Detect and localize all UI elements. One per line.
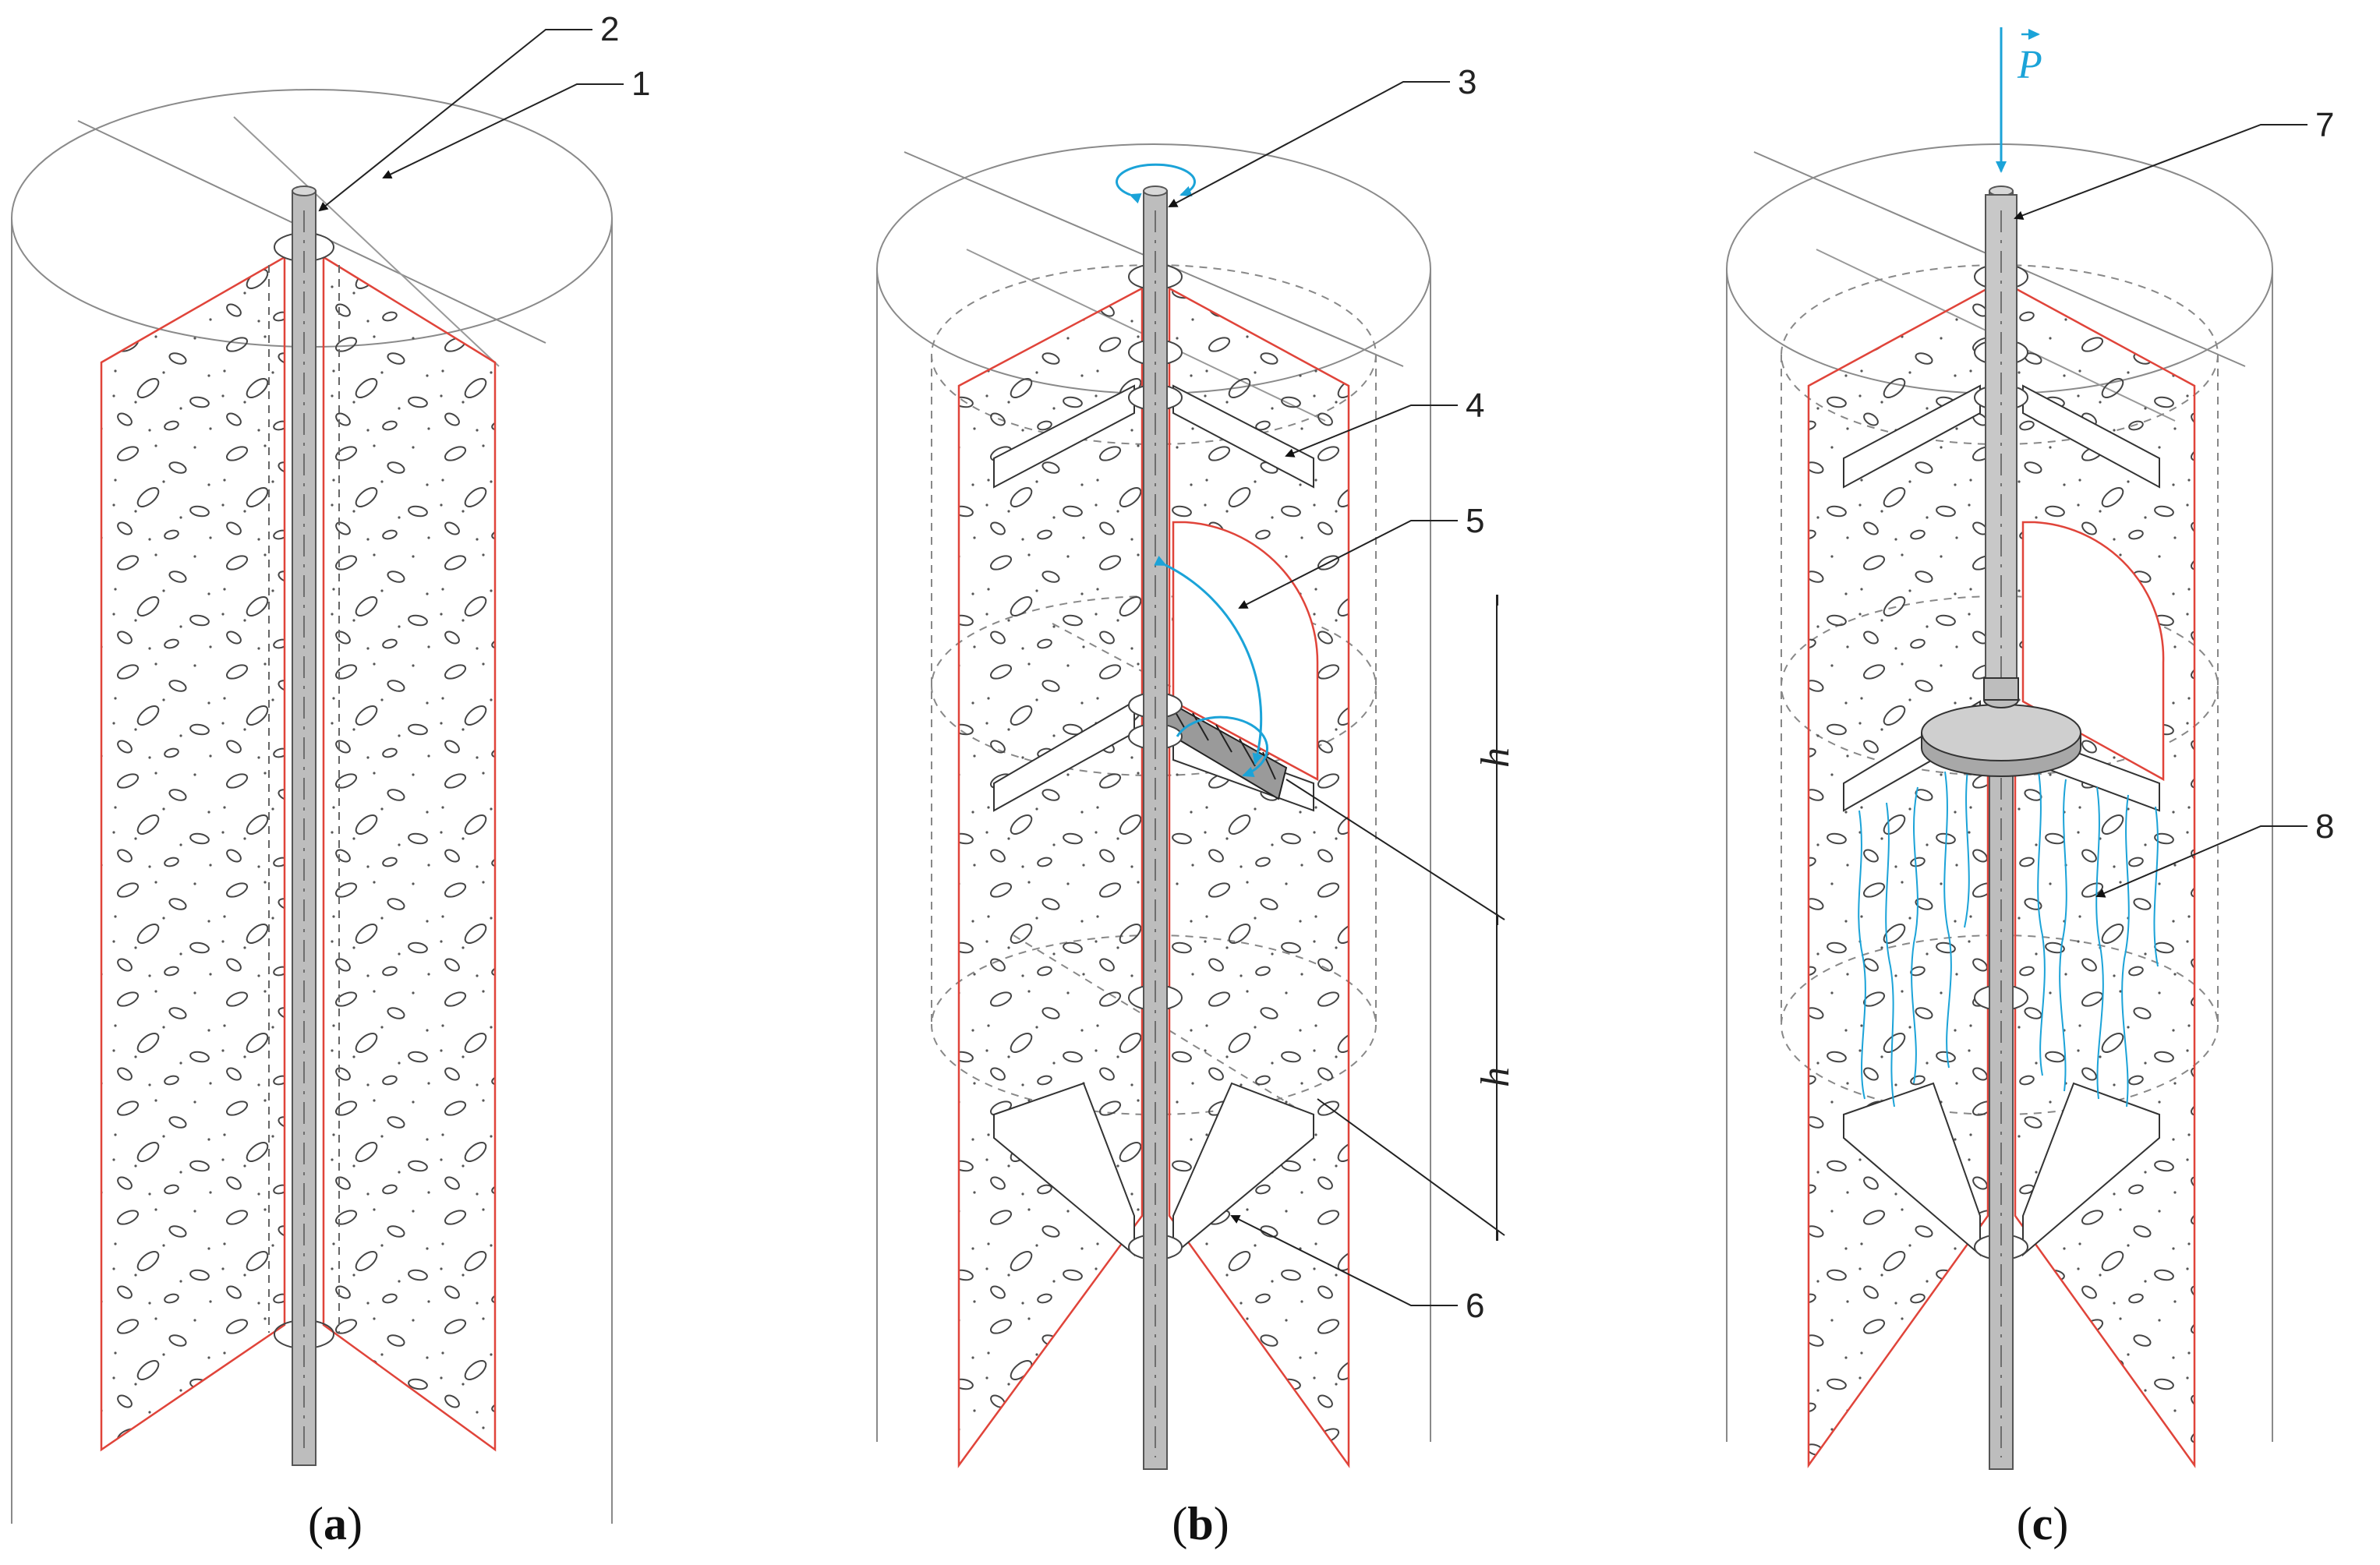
panel-caption: (c) (2017, 1498, 2069, 1549)
callout-label: 5 (1466, 502, 1484, 540)
panel-caption: (b) (1172, 1498, 1229, 1549)
panel-caption: (a) (308, 1498, 362, 1549)
callout-label: 3 (1458, 63, 1476, 101)
anchor-rod (292, 185, 317, 1466)
callout-label: 7 (2315, 106, 2334, 144)
pushing-rod (1985, 185, 2018, 1470)
callout-label: 8 (2315, 807, 2334, 846)
leader-lines (1168, 81, 1458, 1306)
panel-c: P 7 8 (c) (1726, 27, 2334, 1549)
panel-b: h h 3 4 5 6 (b) (876, 63, 1518, 1549)
panel-a: 2 1 (a) (11, 10, 650, 1549)
callout-label: 6 (1466, 1287, 1484, 1325)
dashed-slices (1781, 264, 2219, 1115)
rotation-arrows (1116, 163, 1269, 777)
dimension-label-h: h (1473, 747, 1518, 768)
dimension-lines (1285, 595, 1505, 1241)
slot-cuts (1843, 384, 2165, 1257)
crack-lines (1858, 763, 2159, 1108)
cavity-dashed (268, 265, 340, 1333)
callout-label: 4 (1466, 387, 1484, 425)
force-label-p: P (2017, 43, 2042, 87)
callout-label: 2 (600, 10, 619, 48)
concrete-section (100, 255, 497, 1452)
dimension-label-h: h (1473, 1067, 1518, 1087)
pressure-plate (1921, 677, 2081, 777)
leader-lines (2014, 124, 2308, 898)
leader-lines (318, 29, 624, 212)
callout-label: 1 (631, 65, 650, 103)
force-arrow (1996, 27, 2040, 173)
rotating-rod (1143, 185, 1168, 1470)
